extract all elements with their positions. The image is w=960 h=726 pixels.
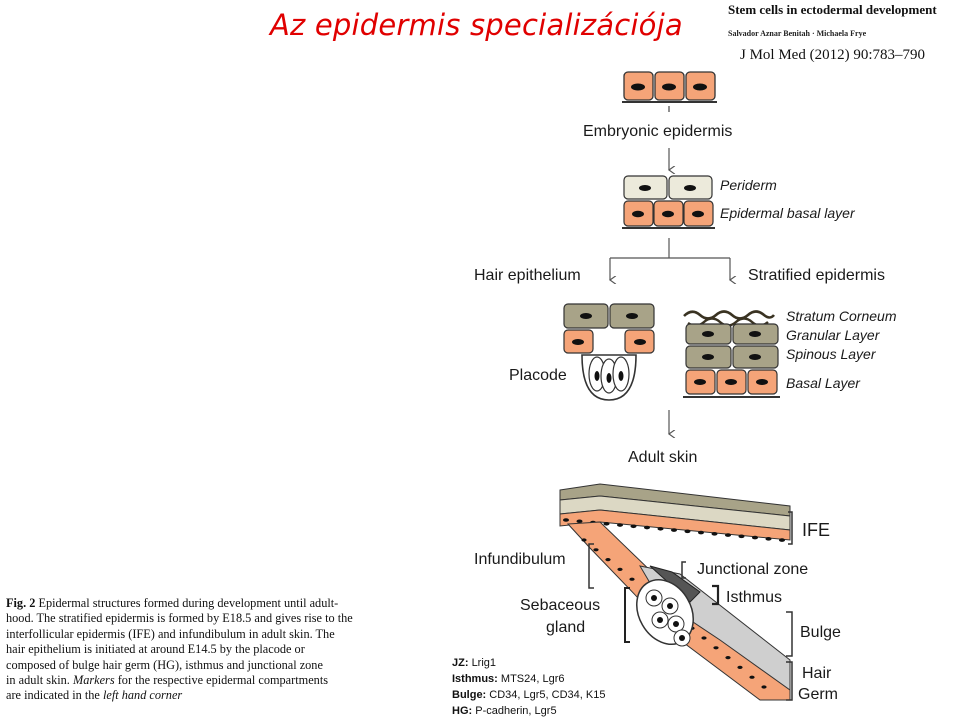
follicle-nucleus: [593, 548, 599, 552]
label-stratum-corneum: Stratum Corneum: [786, 308, 897, 324]
ife-nucleus: [617, 523, 623, 527]
follicle-nucleus: [605, 558, 611, 562]
caption-fig-label: Fig. 2: [6, 596, 36, 610]
label-placode: Placode: [509, 367, 567, 384]
stage-embryonic: Embryonic epidermis: [583, 123, 732, 140]
paper-journal: J Mol Med (2012) 90:783–790: [740, 47, 925, 63]
stratified-structure: [683, 310, 780, 398]
label-epidermal-basal: Epidermal basal layer: [720, 205, 856, 221]
ife-nucleus: [563, 518, 569, 522]
periderm-stage-cells: [622, 175, 715, 229]
label-infundibulum: Infundibulum: [474, 551, 566, 568]
paper-title: Stem cells in ectodermal development: [728, 2, 937, 17]
label-hair-2: Germ: [798, 686, 838, 703]
label-spinous: Spinous Layer: [786, 346, 877, 362]
follicle-nucleus: [713, 646, 719, 650]
caption-line-3: interfollicular epidermis (IFE) and infu…: [6, 626, 335, 641]
follicle-nucleus: [725, 656, 731, 660]
stage-adult: Adult skin: [628, 449, 697, 466]
label-junctional-zone: Junctional zone: [697, 561, 808, 578]
marker-jz: JZ: Lrig1: [452, 657, 496, 669]
caption-line-1: Epidermal structures formed during devel…: [38, 596, 339, 610]
follicle-nucleus: [749, 675, 755, 679]
ife-nucleus: [644, 525, 650, 530]
follicle-nucleus: [737, 665, 743, 670]
label-ife: IFE: [802, 520, 830, 540]
ife-nucleus: [671, 528, 677, 532]
caption-line-7b: left hand corner: [102, 688, 183, 703]
caption-line-6c: for the respective epidermal compartment…: [117, 673, 329, 688]
ife-nucleus: [725, 533, 731, 537]
ife-nucleus: [779, 538, 785, 542]
follicle-nucleus: [701, 636, 707, 640]
caption-line-6b: Markers: [72, 673, 115, 688]
label-granular: Granular Layer: [786, 327, 881, 343]
stage-hair-epithelium: Hair epithelium: [474, 267, 581, 284]
markers-legend: JZ: Lrig1 Isthmus: MTS24, Lgr6 Bulge: CD…: [452, 657, 605, 717]
embryonic-cells: [622, 71, 717, 112]
adult-skin-structure: [559, 483, 791, 701]
label-basal: Basal Layer: [786, 375, 861, 391]
slide-title: Az epidermis specializációja: [270, 8, 683, 42]
caption-line-5: composed of bulge hair germ (HG), isthmu…: [6, 657, 323, 672]
label-bulge: Bulge: [800, 624, 841, 641]
ife-nucleus: [738, 534, 745, 539]
label-periderm: Periderm: [720, 177, 777, 193]
ife-nucleus: [765, 537, 772, 541]
caption-line-6a: in adult skin.: [6, 673, 70, 688]
label-isthmus: Isthmus: [726, 589, 782, 606]
ife-nucleus: [711, 532, 718, 536]
ife-nucleus: [576, 519, 583, 524]
follicle-nucleus: [617, 567, 623, 572]
marker-bulge: Bulge: CD34, Lgr5, CD34, K15: [452, 689, 605, 701]
caption-line-7a: are indicated in the: [6, 688, 100, 703]
caption-line-4: hair epithelium is initiated at around E…: [6, 642, 305, 657]
marker-hg: HG: P-cadherin, Lgr5: [452, 705, 557, 717]
caption-line-2: hood. The stratified epidermis is formed…: [6, 611, 353, 626]
follicle-nucleus: [581, 538, 587, 542]
label-sebaceous-1: Sebaceous: [520, 597, 600, 614]
label-hair-1: Hair: [802, 665, 832, 682]
paper-authors: Salvador Aznar Benitah · Michaela Frye: [728, 29, 867, 38]
follicle-nucleus: [629, 577, 635, 581]
placode-structure: [563, 303, 655, 401]
ife-nucleus: [752, 535, 758, 540]
label-sebaceous-2: gland: [546, 619, 585, 636]
ife-nucleus: [603, 521, 610, 526]
ife-nucleus: [657, 526, 664, 531]
follicle-nucleus: [761, 685, 767, 689]
ife-nucleus: [698, 530, 704, 535]
marker-isthmus: Isthmus: MTS24, Lgr6: [452, 673, 565, 685]
ife-nucleus: [630, 524, 637, 529]
stage-stratified: Stratified epidermis: [748, 267, 885, 284]
figure-caption: Fig. 2 Epidermal structures formed durin…: [6, 596, 410, 704]
ife-nucleus: [684, 529, 691, 534]
